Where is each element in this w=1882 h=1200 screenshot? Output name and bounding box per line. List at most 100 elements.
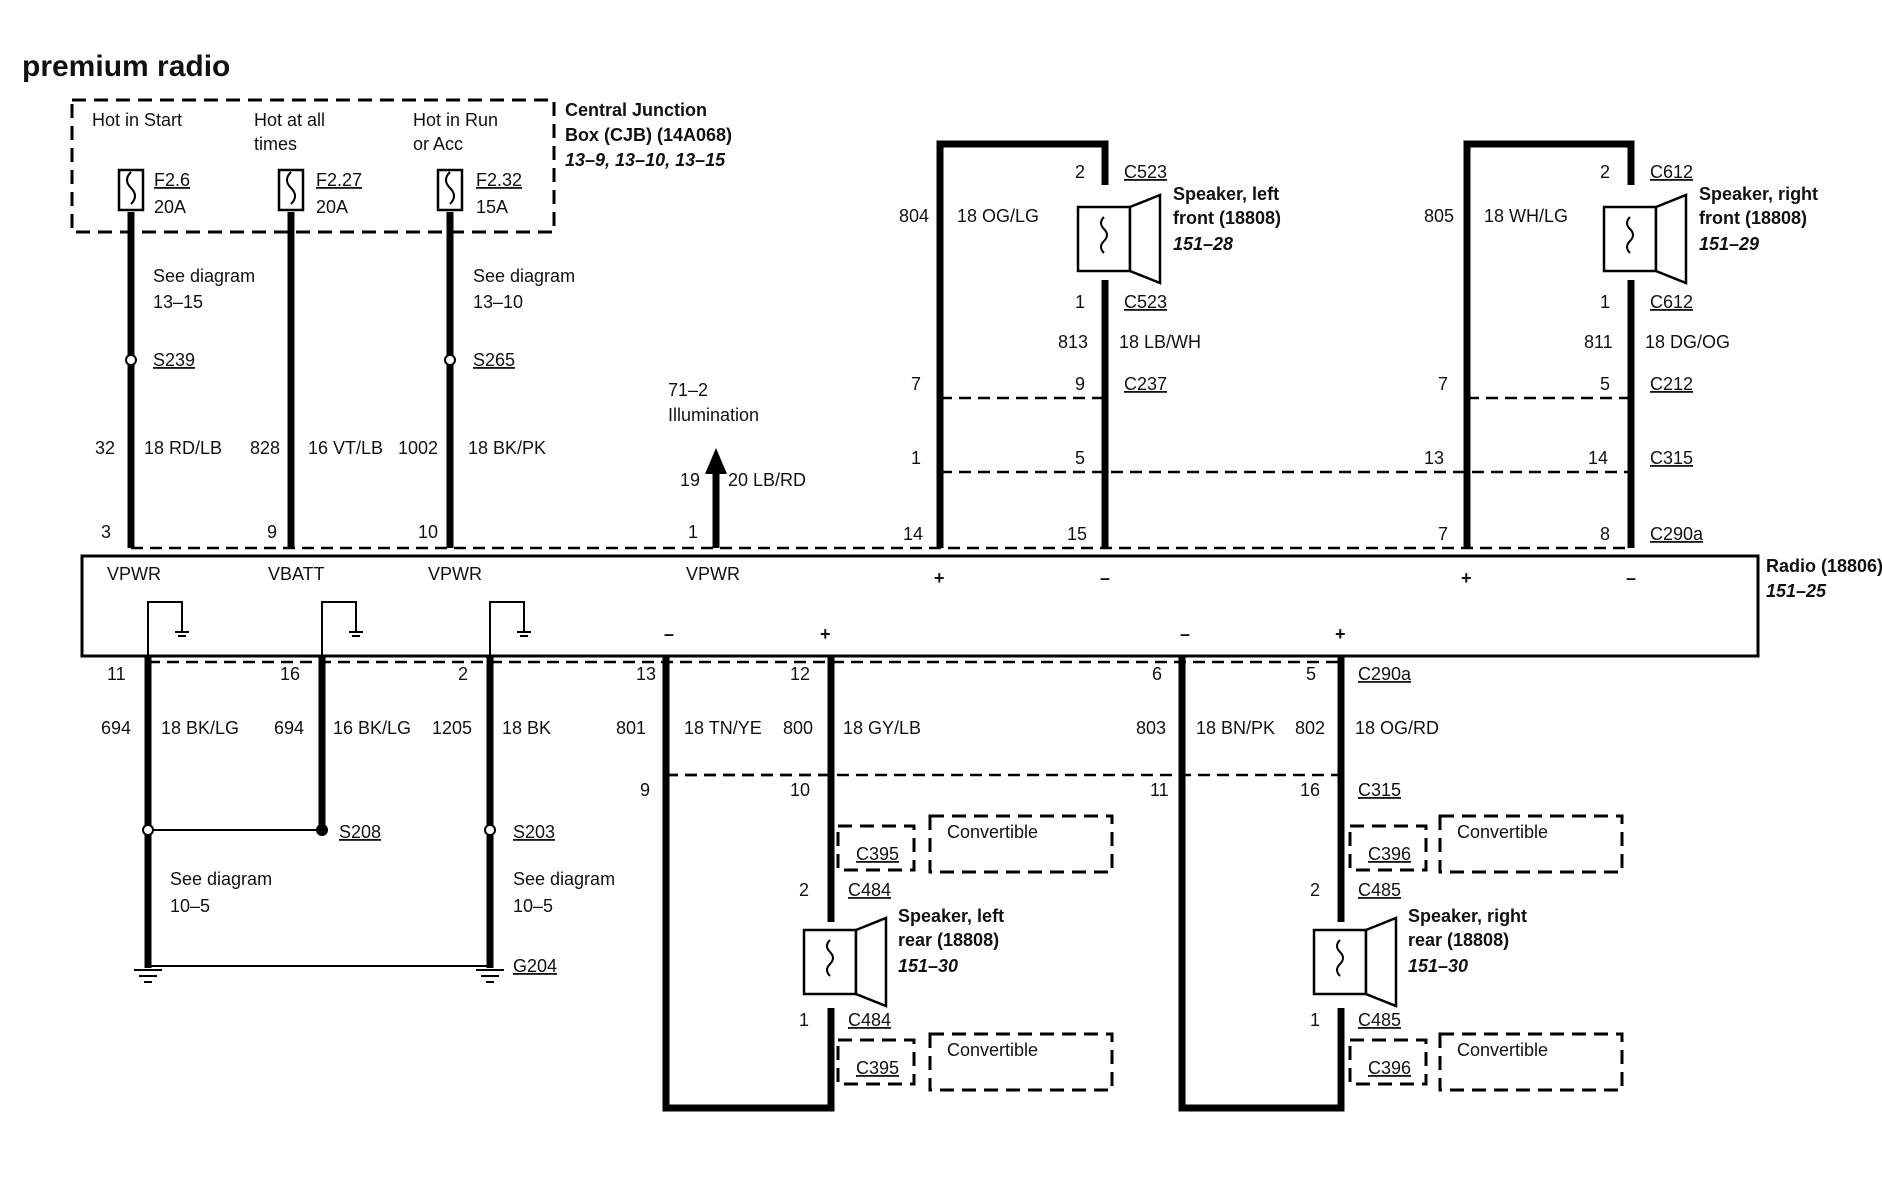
feed-1-label: Hot in Start bbox=[92, 110, 182, 130]
see-diagram-g1: See diagram bbox=[170, 869, 272, 889]
gauge-694-b: 16 BK/LG bbox=[333, 718, 411, 738]
gauge-804: 18 OG/LG bbox=[957, 206, 1039, 226]
rl-ref: 151–30 bbox=[898, 956, 958, 976]
rr-c396-top: C396 bbox=[1368, 844, 1411, 864]
wire-805 bbox=[1463, 140, 1635, 548]
radio-ref: 151–25 bbox=[1766, 581, 1827, 601]
radio-name: Radio (18806) bbox=[1766, 556, 1882, 576]
term-vpwr-3: VPWR bbox=[428, 564, 482, 584]
fl-ref: 151–28 bbox=[1173, 234, 1233, 254]
c290a-bottom-label: C290a bbox=[1358, 664, 1412, 684]
circuit-801: 801 bbox=[616, 718, 646, 738]
fr-c315-pin-l: 13 bbox=[1424, 448, 1444, 468]
rl-pin-pos: 12 bbox=[790, 664, 810, 684]
c315-top-label: C315 bbox=[1650, 448, 1693, 468]
gauge-805: 18 WH/LG bbox=[1484, 206, 1568, 226]
feed-3-label: Hot in Run bbox=[413, 110, 498, 130]
fl-plus: + bbox=[934, 568, 945, 588]
circuit-19: 19 bbox=[680, 470, 700, 490]
fl-minus: – bbox=[1100, 568, 1110, 588]
rl-convertible-top: Convertible bbox=[947, 822, 1038, 842]
internal-ground-3-icon bbox=[489, 601, 531, 656]
gauge-801: 18 TN/YE bbox=[684, 718, 762, 738]
rr-plus: + bbox=[1335, 624, 1346, 644]
splice-s265: S265 bbox=[473, 350, 515, 370]
wire-801 bbox=[662, 656, 835, 1112]
fr-c315-pin-r: 14 bbox=[1588, 448, 1608, 468]
fl-radio-pin-l: 14 bbox=[903, 524, 923, 544]
c212-pin-l: 7 bbox=[1438, 374, 1448, 394]
rr-conn-top: C485 bbox=[1358, 880, 1401, 900]
rl-convertible-top-box bbox=[928, 814, 1114, 874]
c237-pin-l: 7 bbox=[911, 374, 921, 394]
gauge-811: 18 DG/OG bbox=[1645, 332, 1730, 352]
circuit-802: 802 bbox=[1295, 718, 1325, 738]
circuit-694-b: 694 bbox=[274, 718, 304, 738]
circuit-694-a: 694 bbox=[101, 718, 131, 738]
see-diagram-1: See diagram bbox=[153, 266, 255, 286]
rl-c395-bot-box bbox=[836, 1038, 916, 1086]
fuse-f2-27-icon bbox=[277, 168, 305, 212]
see-diagram-g1-ref: 10–5 bbox=[170, 896, 210, 916]
wire-803 bbox=[1178, 656, 1345, 1112]
pin-9: 9 bbox=[267, 522, 277, 542]
rl-plus: + bbox=[820, 624, 831, 644]
rr-ref: 151–30 bbox=[1408, 956, 1468, 976]
pin-1: 1 bbox=[688, 522, 698, 542]
s203-dot bbox=[484, 824, 496, 836]
rl-pin-bot: 1 bbox=[799, 1010, 809, 1030]
fl-c315-pin-r: 5 bbox=[1075, 448, 1085, 468]
c212-label: C212 bbox=[1650, 374, 1693, 394]
circuit-800: 800 bbox=[783, 718, 813, 738]
fl-name-1: Speaker, left bbox=[1173, 184, 1279, 204]
pin-10: 10 bbox=[418, 522, 438, 542]
fl-pin-top: 2 bbox=[1075, 162, 1085, 182]
gauge-1002: 18 BK/PK bbox=[468, 438, 546, 458]
fl-radio-pin-r: 15 bbox=[1067, 524, 1087, 544]
fuse-f2-32-icon bbox=[436, 168, 464, 212]
splice-s265-dot bbox=[444, 354, 456, 366]
fl-pin-bot: 1 bbox=[1075, 292, 1085, 312]
rr-pin-bot: 1 bbox=[1310, 1010, 1320, 1030]
rr-name-2: rear (18808) bbox=[1408, 930, 1509, 950]
rl-c395-top: C395 bbox=[856, 844, 899, 864]
fr-pin-bot: 1 bbox=[1600, 292, 1610, 312]
fuse-2-amp: 20A bbox=[316, 197, 348, 217]
see-diagram-1-ref: 13–15 bbox=[153, 292, 203, 312]
circuit-32: 32 bbox=[95, 438, 115, 458]
rr-conn-bot: C485 bbox=[1358, 1010, 1401, 1030]
rr-c396-top-box bbox=[1348, 824, 1428, 872]
radio-module bbox=[80, 554, 1760, 658]
cjb-refs: 13–9, 13–10, 13–15 bbox=[565, 150, 726, 170]
fuse-3-id: F2.32 bbox=[476, 170, 522, 190]
term-vbatt: VBATT bbox=[268, 564, 325, 584]
see-diagram-3-ref: 13–10 bbox=[473, 292, 523, 312]
rl-c395-bot: C395 bbox=[856, 1058, 899, 1078]
splice-s239: S239 bbox=[153, 350, 195, 370]
internal-ground-1-icon bbox=[147, 601, 189, 656]
rl-convertible-bot: Convertible bbox=[947, 1040, 1038, 1060]
circuit-805: 805 bbox=[1424, 206, 1454, 226]
term-vpwr-illum: VPWR bbox=[686, 564, 740, 584]
ground-g204-icon bbox=[476, 969, 504, 983]
c315-bottom-label: C315 bbox=[1358, 780, 1401, 800]
speaker-right-front-icon bbox=[1602, 193, 1688, 285]
rl-convertible-bot-box bbox=[928, 1032, 1114, 1092]
rr-pin-pos: 5 bbox=[1306, 664, 1316, 684]
speaker-left-front-icon bbox=[1076, 193, 1162, 285]
splice-s208: S208 bbox=[339, 822, 381, 842]
fl-c315-pin-l: 1 bbox=[911, 448, 921, 468]
fr-conn-top: C612 bbox=[1650, 162, 1693, 182]
fr-conn-bot: C612 bbox=[1650, 292, 1693, 312]
rr-c396-bot: C396 bbox=[1368, 1058, 1411, 1078]
gauge-828: 16 VT/LB bbox=[308, 438, 383, 458]
circuit-804: 804 bbox=[899, 206, 929, 226]
cjb-name-2: Box (CJB) (14A068) bbox=[565, 125, 732, 145]
rr-convertible-top-box bbox=[1438, 814, 1624, 874]
rr-c315-pin-l: 11 bbox=[1150, 780, 1169, 800]
page-title: premium radio bbox=[22, 50, 230, 83]
illum-label: Illumination bbox=[668, 405, 759, 425]
rl-conn-bot: C484 bbox=[848, 1010, 891, 1030]
rl-c315-pin-l: 9 bbox=[640, 780, 650, 800]
